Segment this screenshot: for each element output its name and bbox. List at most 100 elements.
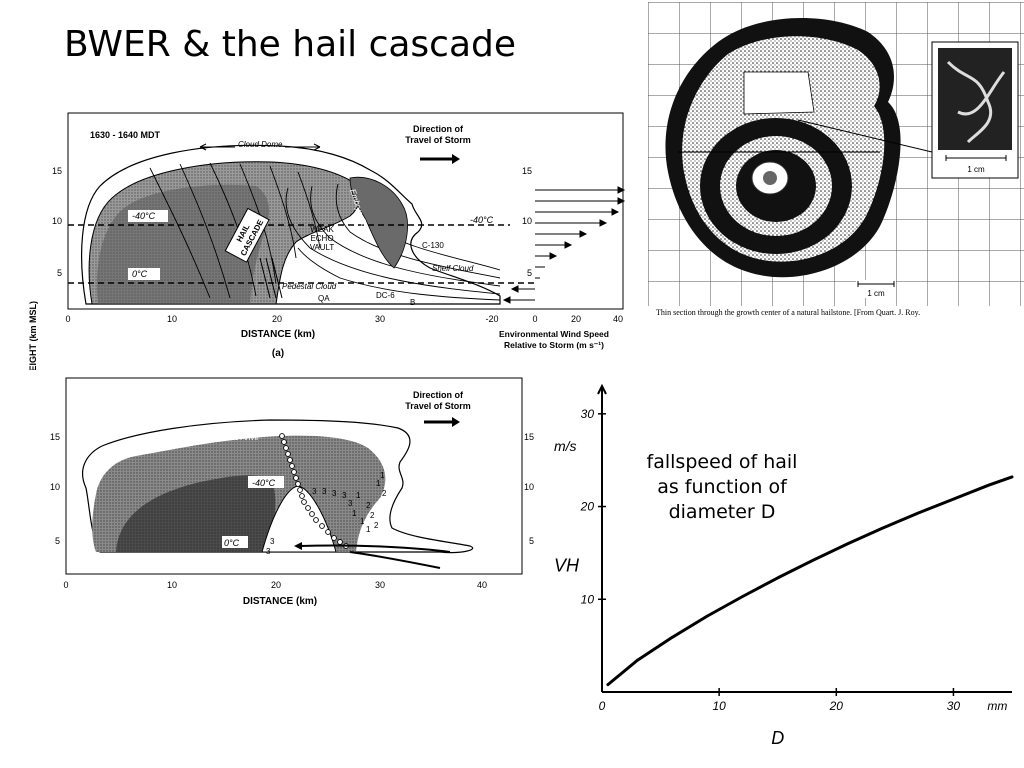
svg-text:0: 0 — [63, 580, 68, 590]
x-tick-label-0: 0 — [599, 699, 606, 713]
panel-label-a: (a) — [272, 348, 284, 359]
x-axis-ticks: 0 10 20 30 — [65, 314, 385, 324]
svg-text:3: 3 — [312, 487, 317, 496]
svg-text:5: 5 — [55, 536, 60, 546]
minus40-right-label: -40°C — [470, 215, 494, 225]
direction-label-line1: Direction of — [413, 390, 464, 400]
y-tick-label-30: 30 — [581, 407, 595, 421]
b-label: B — [410, 298, 415, 307]
y-axis-inner-right: 15 10 5 — [522, 166, 532, 278]
fallspeed-note-line1: fallspeed of hail — [646, 451, 798, 473]
svg-text:2: 2 — [382, 489, 387, 498]
fallspeed-series-line — [606, 475, 1014, 687]
svg-text:1: 1 — [376, 479, 381, 488]
minus40-label: -40°C — [252, 478, 276, 488]
svg-text:10: 10 — [52, 216, 62, 226]
y-axis-right: 15 10 5 — [524, 432, 534, 546]
svg-text:3: 3 — [270, 537, 275, 546]
svg-text:5: 5 — [527, 268, 532, 278]
y-axis-left: 15 10 5 — [50, 432, 60, 546]
hailstone-image — [665, 18, 933, 278]
svg-text:3: 3 — [322, 487, 327, 496]
cloud-dome-label: Cloud Dome — [238, 140, 283, 149]
y-axis-left: 15 10 5 — [52, 166, 62, 278]
cloud-outline — [81, 144, 501, 305]
cloud-outline — [81, 419, 474, 554]
fallspeed-note-line2: as function of — [657, 476, 787, 498]
svg-text:10: 10 — [167, 580, 177, 590]
slide-title: BWER & the hail cascade — [64, 24, 517, 65]
y-tick-label-20: 20 — [580, 500, 595, 514]
svg-text:40: 40 — [613, 314, 623, 324]
svg-text:20: 20 — [271, 580, 281, 590]
inflow-arrow-1 — [299, 544, 451, 553]
svg-text:3: 3 — [342, 491, 347, 500]
svg-text:20: 20 — [571, 314, 581, 324]
svg-text:10: 10 — [522, 216, 532, 226]
x-unit-label: mm — [987, 699, 1007, 713]
minus40-left-label: -40°C — [132, 211, 156, 221]
svg-text:30: 30 — [375, 314, 385, 324]
svg-text:0: 0 — [532, 314, 537, 324]
hail-trajectory — [279, 433, 349, 549]
svg-text:10: 10 — [167, 314, 177, 324]
zero-c-label: 0°C — [224, 538, 240, 548]
svg-text:2: 2 — [366, 501, 371, 510]
direction-label-line2: Travel of Storm — [405, 401, 471, 411]
svg-text:3: 3 — [266, 547, 271, 556]
direction-label-line2: Travel of Storm — [405, 135, 471, 145]
svg-text:2: 2 — [370, 511, 375, 520]
y-axis-arrowhead — [597, 383, 607, 395]
wind-axis-ticks: -20 0 20 40 — [485, 314, 623, 324]
plot-frame — [65, 377, 523, 575]
svg-text:20: 20 — [272, 314, 282, 324]
x-axis-label: DISTANCE (km) — [241, 329, 315, 340]
svg-text:0: 0 — [65, 314, 70, 324]
svg-text:1: 1 — [352, 509, 357, 518]
svg-text:1: 1 — [380, 471, 385, 480]
fallspeed-note-line3: diameter D — [668, 501, 776, 523]
weak-echo-vault-line2: ECHO — [310, 234, 333, 243]
inset-scale-label: 1 cm — [967, 165, 985, 174]
svg-text:10: 10 — [50, 482, 60, 492]
pedestal-cloud-label: Pedestal Cloud — [282, 282, 337, 291]
x-axis-ticks: 0 10 20 30 40 — [63, 580, 487, 590]
echo-core — [116, 475, 276, 552]
x-axis-label: D — [771, 728, 784, 748]
zero-c-label: 0°C — [132, 269, 148, 279]
c130-label: C-130 — [422, 241, 444, 250]
svg-text:3: 3 — [332, 489, 337, 498]
shelf-cloud-label: Shelf Cloud — [432, 264, 474, 273]
fallspeed-note: fallspeed of hail as function of diamete… — [622, 450, 822, 525]
svg-text:30: 30 — [375, 580, 385, 590]
embryo-curtain-patch — [349, 176, 408, 269]
svg-text:40: 40 — [477, 580, 487, 590]
wind-label-line1: Environmental Wind Speed — [499, 329, 609, 339]
x-tick-label-30: 30 — [947, 699, 961, 713]
into-anvil-label: into Anvil — [226, 433, 258, 442]
svg-text:15: 15 — [50, 432, 60, 442]
storm-cross-section-figure: 1630 - 1640 MDT Cloud Dome Direction of … — [28, 112, 626, 370]
svg-text:15: 15 — [524, 432, 534, 442]
svg-text:3: 3 — [348, 499, 353, 508]
hailstone-caption: Thin section through the growth center o… — [656, 308, 921, 317]
cloud-dome-arrows — [199, 143, 321, 151]
x-axis-label: DISTANCE (km) — [243, 596, 317, 607]
dc6-label: DC-6 — [376, 291, 395, 300]
svg-text:5: 5 — [57, 268, 62, 278]
y-unit-label: m/s — [554, 438, 577, 454]
svg-text:2: 2 — [374, 521, 379, 530]
scale-bar — [857, 281, 895, 287]
hailstone-inset: 1 cm — [931, 41, 1019, 179]
wind-label-line2: Relative to Storm (m s⁻¹) — [504, 340, 604, 350]
inflow-arrow-2 — [349, 551, 441, 569]
svg-text:10: 10 — [524, 482, 534, 492]
y-axis-label: VH — [554, 555, 580, 575]
svg-text:15: 15 — [522, 166, 532, 176]
svg-text:1: 1 — [366, 525, 371, 534]
x-tick-label-20: 20 — [829, 699, 844, 713]
svg-text:5: 5 — [529, 536, 534, 546]
